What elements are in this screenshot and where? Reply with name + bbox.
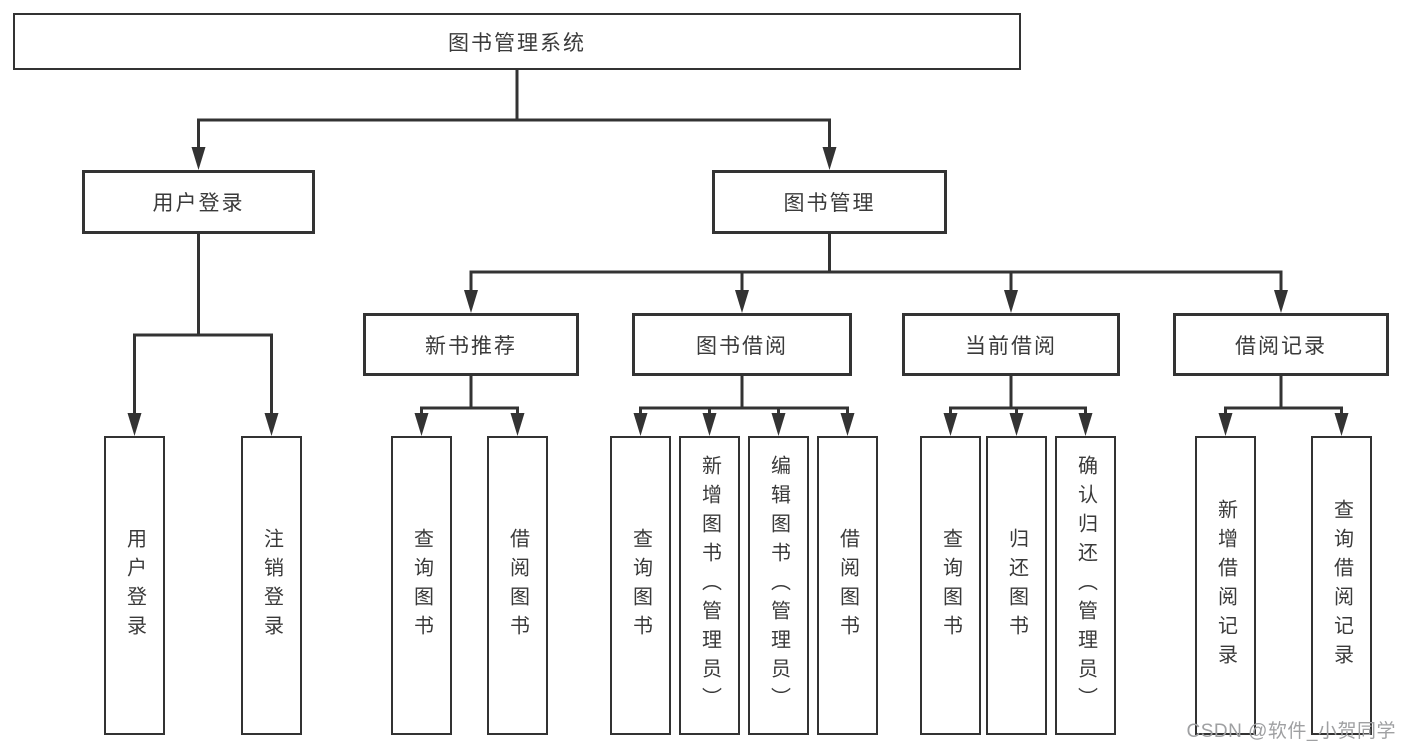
leaf-label: 新增借阅记录 <box>1214 498 1237 673</box>
leaf-label: 用户登录 <box>123 527 146 644</box>
connector-new-book-recommend-to-leaves <box>414 374 525 436</box>
node-new-book-recommend: 新书推荐 <box>363 313 579 376</box>
connector-borrow-records-to-leaves <box>1218 374 1349 436</box>
node-user-login-label: 用户登录 <box>152 192 245 215</box>
leaf-label: 查询图书 <box>939 527 962 644</box>
node-book-management-label: 图书管理 <box>783 192 876 215</box>
node-borrow-records: 借阅记录 <box>1173 313 1389 376</box>
arrowhead-icon <box>191 147 206 170</box>
leaf-label: 编辑图书（管理员） <box>767 455 790 716</box>
arrowhead-icon <box>840 413 855 436</box>
arrowhead-icon <box>822 147 837 170</box>
arrowhead-icon <box>1334 413 1349 436</box>
leaf-label: 注销登录 <box>260 527 283 644</box>
node-user-login: 用户登录 <box>82 170 315 234</box>
connector-user-login-to-leaves <box>127 232 279 436</box>
leaf-add-borrow-record: 新增借阅记录 <box>1195 436 1256 735</box>
leaf-query-books: 查询图书 <box>391 436 452 735</box>
leaf-label: 新增图书（管理员） <box>698 455 721 716</box>
leaf-label: 借阅图书 <box>506 527 529 644</box>
arrowhead-icon <box>943 413 958 436</box>
leaf-query-books-3: 查询图书 <box>920 436 981 735</box>
node-current-borrow-label: 当前借阅 <box>965 334 1057 358</box>
node-root: 图书管理系统 <box>13 13 1021 70</box>
leaf-user-login: 用户登录 <box>104 436 165 735</box>
leaf-label: 确认归还（管理员） <box>1074 455 1097 716</box>
leaf-borrow-books-2: 借阅图书 <box>817 436 878 735</box>
node-root-label: 图书管理系统 <box>448 31 586 55</box>
arrowhead-icon <box>264 413 279 436</box>
leaf-label: 查询图书 <box>629 527 652 644</box>
arrowhead-icon <box>771 413 786 436</box>
csdn-watermark: CSDN @软件_小贺同学 <box>1186 721 1396 742</box>
connector-book-management-to-level3 <box>464 232 1288 313</box>
leaf-label: 归还图书 <box>1005 527 1028 644</box>
node-new-book-recommend-label: 新书推荐 <box>425 334 517 358</box>
arrowhead-icon <box>414 413 429 436</box>
leaf-query-borrow-record: 查询借阅记录 <box>1311 436 1372 735</box>
arrowhead-icon <box>702 413 717 436</box>
leaf-label: 查询图书 <box>410 527 433 644</box>
leaf-logout: 注销登录 <box>241 436 302 735</box>
node-book-management: 图书管理 <box>712 170 947 234</box>
leaf-label: 借阅图书 <box>836 527 859 644</box>
leaf-add-book-admin: 新增图书（管理员） <box>679 436 740 735</box>
arrowhead-icon <box>127 413 142 436</box>
node-borrow-records-label: 借阅记录 <box>1235 334 1327 358</box>
connector-current-borrow-to-leaves <box>943 374 1093 436</box>
node-book-borrow-label: 图书借阅 <box>696 334 788 358</box>
connector-root-to-level2 <box>191 68 837 170</box>
leaf-label: 查询借阅记录 <box>1330 498 1353 673</box>
node-book-borrow: 图书借阅 <box>632 313 852 376</box>
leaf-edit-book-admin: 编辑图书（管理员） <box>748 436 809 735</box>
node-current-borrow: 当前借阅 <box>902 313 1120 376</box>
connector-book-borrow-to-leaves <box>633 374 855 436</box>
arrowhead-icon <box>1078 413 1093 436</box>
arrowhead-icon <box>510 413 525 436</box>
arrowhead-icon <box>464 290 478 313</box>
arrowhead-icon <box>1218 413 1233 436</box>
arrowhead-icon <box>735 290 749 313</box>
arrowhead-icon <box>1274 290 1288 313</box>
leaf-borrow-books: 借阅图书 <box>487 436 548 735</box>
arrowhead-icon <box>633 413 648 436</box>
arrowhead-icon <box>1004 290 1018 313</box>
leaf-query-books-2: 查询图书 <box>610 436 671 735</box>
leaf-confirm-return-admin: 确认归还（管理员） <box>1055 436 1116 735</box>
leaf-return-book: 归还图书 <box>986 436 1047 735</box>
arrowhead-icon <box>1009 413 1024 436</box>
